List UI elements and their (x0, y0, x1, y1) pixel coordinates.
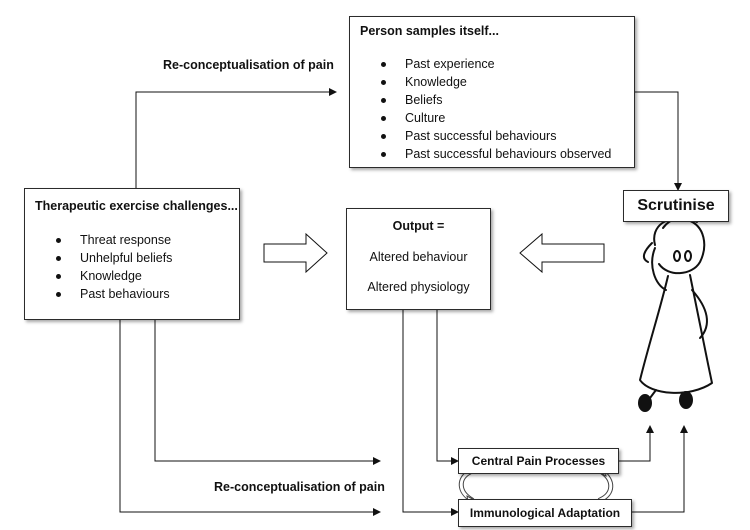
output-box: Output = Altered behaviour Altered physi… (346, 208, 491, 310)
output-altered-behaviour: Altered behaviour (369, 250, 468, 264)
arrow-therapeutic-to-immuno-line (119, 320, 381, 516)
list-item: Past successful behaviours observed (380, 147, 612, 161)
list-item: Past behaviours (55, 285, 172, 303)
immunological-adaptation-label: Immunological Adaptation (469, 506, 621, 520)
list-item: Knowledge (380, 73, 611, 91)
top-reconceptualisation-label: Re-conceptualisation of pain (163, 58, 334, 72)
output-altered-physiology: Altered physiology (367, 280, 470, 294)
output-title: Output = (392, 219, 445, 233)
list-item: Beliefs (380, 91, 611, 109)
person-samples-list: Past experience Knowledge Beliefs Cultur… (380, 55, 612, 163)
central-pain-processes-box: Central Pain Processes (458, 448, 619, 474)
list-item: Past experience (380, 55, 611, 73)
scrutinise-label: Scrutinise (637, 197, 715, 214)
block-arrow-left (519, 232, 605, 274)
person-samples-title: Person samples itself... (360, 24, 499, 38)
therapeutic-exercise-list: Threat response Unhelpful beliefs Knowle… (55, 231, 173, 303)
arrow-output-to-immuno (402, 310, 459, 516)
scrutinise-box: Scrutinise (623, 190, 729, 222)
list-item: Knowledge (55, 267, 172, 285)
arrow-immuno-to-person (632, 425, 688, 513)
list-item: Past successful behaviours (380, 127, 611, 145)
arrow-therapeutic-to-person (135, 88, 337, 188)
list-item: Culture (380, 109, 611, 127)
bottom-reconceptualisation-label: Re-conceptualisation of pain (214, 480, 385, 494)
therapeutic-exercise-title: Therapeutic exercise challenges... (35, 199, 238, 213)
immunological-adaptation-box: Immunological Adaptation (458, 499, 632, 527)
therapeutic-exercise-box: Therapeutic exercise challenges... Threa… (24, 188, 240, 320)
person-samples-box: Person samples itself... Past experience… (349, 16, 635, 168)
arrow-output-to-central (436, 310, 459, 465)
arrow-therapeutic-to-central-line (154, 320, 381, 465)
block-arrow-right (263, 232, 328, 274)
arrow-person-to-scrutinise (635, 91, 682, 191)
arrow-central-to-person (619, 425, 654, 462)
list-item: Unhelpful beliefs (55, 251, 173, 265)
stick-figure-person-icon (639, 216, 713, 399)
list-item: Threat response (55, 233, 172, 247)
central-pain-processes-label: Central Pain Processes (471, 454, 606, 468)
